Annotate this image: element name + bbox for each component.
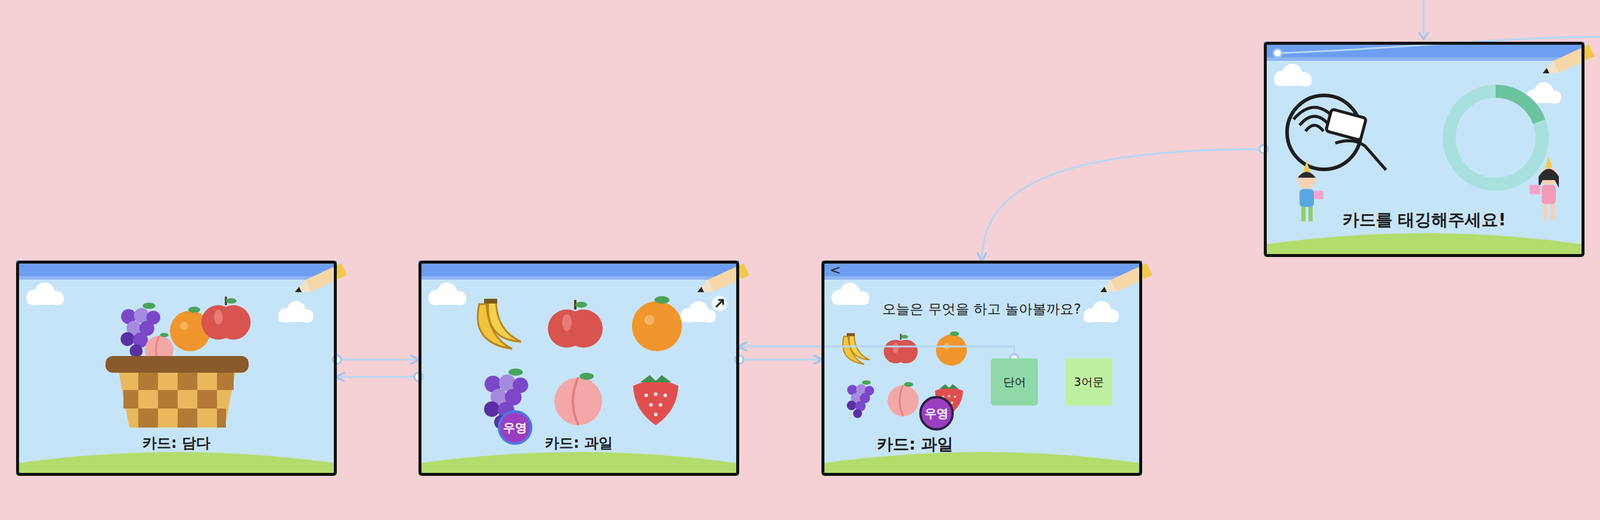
kid-right (1529, 156, 1559, 220)
use-shape (935, 331, 967, 366)
circle-shape (1273, 48, 1282, 58)
screen-a-art (16, 260, 347, 476)
rect-shape (177, 371, 198, 390)
screen-title: 카드를 태깅해주세요! (1266, 209, 1582, 231)
screen-frame: 카드를 태깅해주세요! (1263, 41, 1585, 257)
screen-d-art (1263, 41, 1595, 257)
prototype-link (336, 358, 419, 361)
rect-shape (197, 389, 217, 409)
use-shape (1263, 41, 1595, 257)
use-shape (842, 333, 870, 365)
prototype-link (336, 375, 419, 378)
menu-button: 단어 (990, 358, 1038, 406)
button-label: 단어 (1003, 374, 1026, 390)
screen-c-art (821, 260, 1153, 476)
path-shape (1297, 171, 1316, 178)
screen-title: 카드: 과일 (876, 433, 954, 455)
screen-frame: 카드: 과일우영 (418, 260, 740, 476)
use-shape (631, 296, 682, 352)
path-shape (1335, 140, 1386, 170)
rect-shape (157, 389, 178, 409)
screen-frame: 오늘은 무엇을 하고 놀아볼까요? 카드: 과일 단어 3어문우영 (821, 260, 1143, 476)
user-avatar: 우영 (497, 410, 533, 445)
circle-shape (711, 295, 728, 312)
polygon-shape (1545, 156, 1553, 168)
rect-shape (1299, 188, 1314, 207)
rect-shape (138, 408, 158, 428)
avatar-name: 우영 (924, 405, 949, 422)
rect-shape (1550, 203, 1555, 220)
rect-shape (123, 389, 139, 409)
prototype-link (739, 358, 822, 361)
path-shape (1422, 0, 1425, 39)
g-shape (123, 371, 234, 428)
prototype-link (739, 346, 1015, 359)
screen-frame: 카드: 담다 (16, 260, 337, 476)
use-shape (547, 299, 603, 348)
button-label: 3어문 (1073, 374, 1104, 390)
circle-shape (1297, 171, 1316, 189)
path-shape (1495, 91, 1540, 122)
path-shape (715, 299, 724, 308)
screen-prompt: 오늘은 무엇을 하고 놀아볼까요? (824, 300, 1140, 318)
rect-shape (1301, 206, 1306, 222)
use-shape (847, 380, 875, 418)
rect-shape (105, 355, 249, 373)
rect-shape (1543, 203, 1548, 220)
offscreen-links (1273, 0, 1600, 58)
avatar-name: 우영 (503, 419, 527, 436)
rect-shape (1308, 206, 1313, 222)
use-shape (883, 333, 918, 364)
prototype-link (981, 149, 1264, 261)
path-shape (118, 371, 236, 428)
menu-button: 3어문 (1065, 358, 1113, 406)
use-shape (16, 260, 347, 476)
rect-shape (138, 371, 158, 390)
polygon-shape (1303, 160, 1311, 172)
path-shape (1418, 32, 1429, 40)
rect-shape (1541, 184, 1556, 204)
use-shape (477, 298, 522, 349)
use-shape (633, 374, 679, 426)
rect-shape (1325, 109, 1367, 141)
use-shape (554, 372, 603, 426)
rect-shape (1313, 190, 1324, 200)
back-chevron: < (829, 263, 841, 277)
use-shape (887, 382, 919, 417)
use-shape (201, 296, 251, 340)
rect-shape (216, 408, 226, 428)
rect-shape (1529, 184, 1541, 195)
user-avatar: 우영 (919, 395, 954, 431)
circle-shape (1449, 91, 1543, 185)
screen-title: 카드: 담다 (19, 433, 334, 452)
use-shape (821, 260, 1153, 476)
screen-b-art (418, 260, 750, 476)
kid-left (1297, 160, 1324, 222)
rect-shape (216, 371, 234, 390)
rect-shape (177, 408, 198, 428)
screen-title: 카드: 과일 (421, 433, 737, 452)
path-shape (1277, 36, 1600, 54)
use-shape (418, 260, 750, 476)
